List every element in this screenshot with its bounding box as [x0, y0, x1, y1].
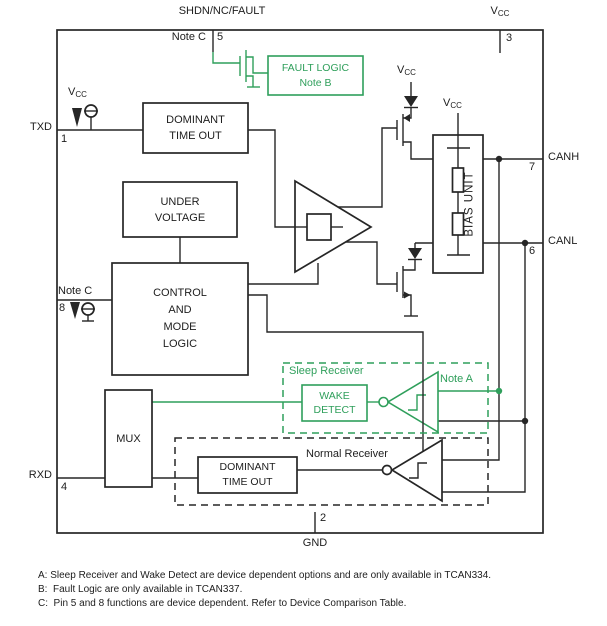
- normal-receiver-dashed-box: [174, 437, 489, 506]
- txd-pin-label: TXD: [30, 121, 52, 133]
- block-outlines: [104, 55, 484, 494]
- normal-receiver-amplifier: [381, 438, 443, 503]
- rxd-pin-label: RXD: [28, 469, 52, 481]
- vcc-driver-label: VCC: [397, 64, 416, 77]
- pin1-number: 1: [61, 133, 68, 145]
- pin6-number: 6: [529, 245, 536, 257]
- mode-control-wire: [248, 294, 424, 452]
- txd-pullup-source: [72, 104, 98, 130]
- shdn-pin-label: SHDN/NC/FAULT: [178, 5, 266, 17]
- sleep-receiver-dashed-box: [282, 362, 489, 434]
- mux-label: MUX: [116, 432, 141, 445]
- dominant-timeout-block: DOMINANT TIME OUT: [143, 103, 248, 153]
- high-side-transistor: [396, 82, 433, 160]
- pin8-pullup-source: [70, 302, 95, 322]
- sleep-receiver-caption: Sleep Receiver: [289, 365, 364, 377]
- bias-unit-block: BIAS UNIT: [445, 135, 495, 273]
- under-voltage-block: UNDER VOLTAGE: [123, 182, 237, 237]
- uv-line2: VOLTAGE: [154, 211, 206, 224]
- driver-amplifier: [294, 179, 373, 274]
- dto-line2: TIME OUT: [169, 130, 222, 142]
- note-a-label: Note A: [440, 373, 474, 385]
- uv-line1: UNDER: [160, 195, 200, 208]
- pin3-number: 3: [506, 32, 513, 44]
- bias-unit-label: BIAS UNIT: [464, 171, 477, 237]
- pin2-number: 2: [320, 512, 327, 524]
- control-line1: CONTROL: [153, 287, 207, 299]
- fault-logic-transistor: [212, 50, 268, 88]
- dominant-timeout-bottom-block: DOMINANT TIME OUT: [198, 457, 297, 493]
- vcc-pin-label: VCC: [490, 5, 510, 18]
- mux-block: MUX: [105, 390, 152, 487]
- wake-line1: WAKE: [319, 390, 350, 402]
- control-line3: MODE: [163, 321, 197, 333]
- pin7-number: 7: [529, 161, 536, 173]
- sleep-receiver-amplifier: [378, 370, 439, 434]
- signal-wires: [57, 30, 543, 533]
- bias-unit-internals: [447, 113, 470, 256]
- note-c-top-label: Note C: [171, 31, 206, 43]
- note-c-left-label: Note C: [58, 285, 93, 297]
- normal-receiver-caption: Normal Receiver: [306, 448, 388, 460]
- canl-pin-label: CANL: [548, 235, 578, 247]
- dto2-line2: TIME OUT: [222, 476, 273, 488]
- footnote-b: B: Fault Logic are only available in TCA…: [38, 584, 243, 595]
- control-line2: AND: [168, 304, 192, 316]
- gnd-pin-label: GND: [302, 537, 328, 549]
- control-mode-logic-block: CONTROL AND MODE LOGIC: [112, 263, 248, 375]
- footnote-c: C: Pin 5 and 8 functions are device depe…: [38, 598, 407, 609]
- pin5-number: 5: [217, 31, 224, 43]
- fault-logic-line2: Note B: [299, 76, 332, 89]
- wake-line2: DETECT: [313, 404, 356, 416]
- sleep-receiver-wires: [152, 390, 499, 403]
- vcc-txd-label: VCC: [68, 86, 87, 99]
- footnote-a: A: Sleep Receiver and Wake Detect are de…: [38, 570, 492, 581]
- pin8-number: 8: [59, 302, 66, 314]
- chip-outline: [56, 29, 544, 534]
- dto-line1: DOMINANT: [166, 114, 225, 126]
- fault-logic-line1: FAULT LOGIC: [281, 61, 350, 74]
- dto2-line1: DOMINANT: [219, 461, 276, 473]
- wake-detect-block: WAKE DETECT: [302, 385, 367, 421]
- junction-dots: [495, 155, 529, 425]
- canh-pin-label: CANH: [548, 151, 580, 163]
- low-side-transistor: [396, 242, 433, 317]
- vcc-bias-label: VCC: [443, 97, 462, 110]
- control-line4: LOGIC: [162, 338, 198, 350]
- pin4-number: 4: [61, 481, 68, 493]
- fault-logic-block: FAULT LOGIC Note B: [268, 56, 363, 95]
